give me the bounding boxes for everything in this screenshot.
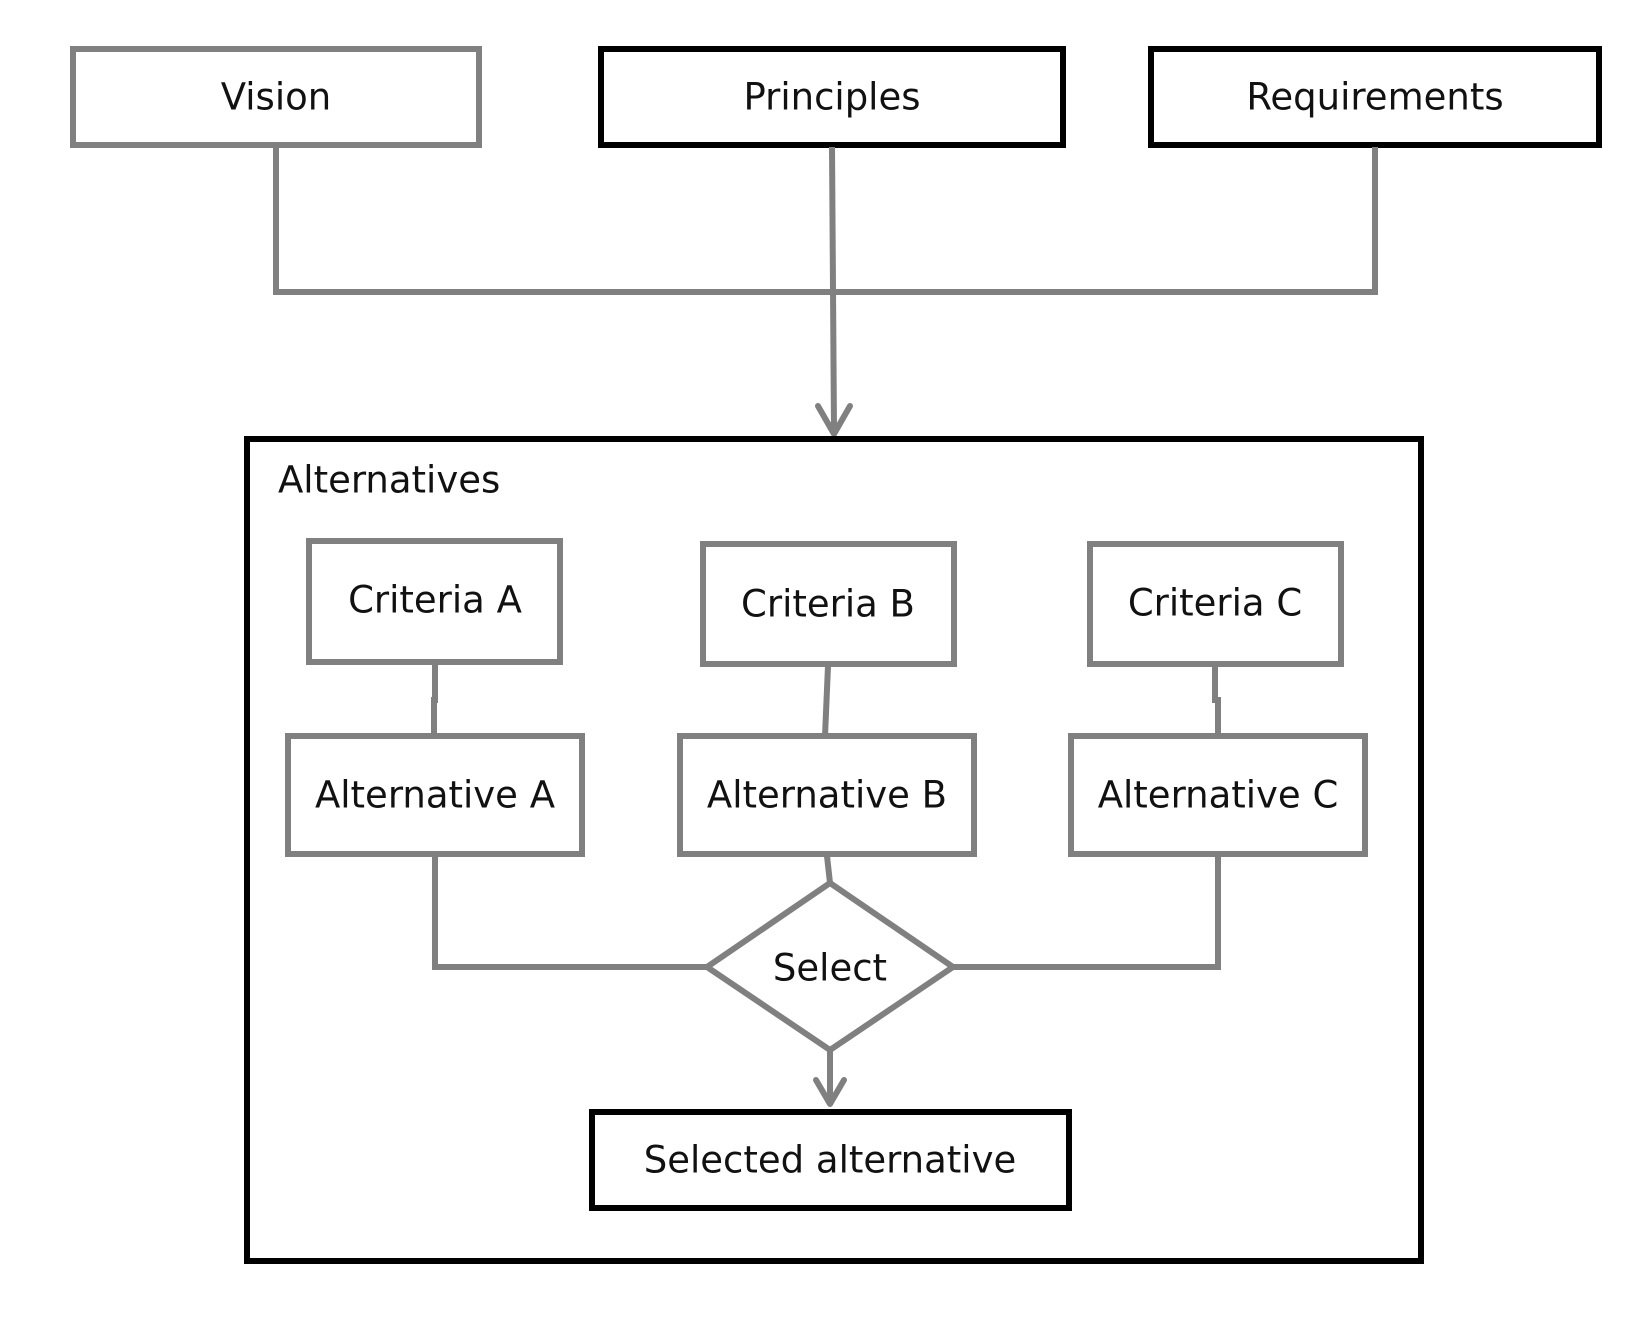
select-decision-node: Select xyxy=(701,879,959,1054)
principles-node: Principles xyxy=(598,46,1066,148)
alternative-c-label: Alternative C xyxy=(1098,774,1339,817)
criteria-a-label: Criteria A xyxy=(348,579,522,622)
alternative-a-label: Alternative A xyxy=(315,774,555,817)
alternative-a-node: Alternative A xyxy=(285,733,585,857)
requirements-label: Requirements xyxy=(1246,76,1503,119)
vision-to-requirements-connector xyxy=(273,147,1378,295)
alternative-b-label: Alternative B xyxy=(707,774,947,817)
criteria-b-label: Criteria B xyxy=(741,583,915,626)
result-arrowhead xyxy=(813,1077,847,1107)
select-label: Select xyxy=(773,947,887,990)
selected-alternative-label: Selected alternative xyxy=(644,1139,1017,1182)
requirements-node: Requirements xyxy=(1148,46,1602,148)
alternative-a-to-select-connector xyxy=(432,856,707,970)
alternative-b-node: Alternative B xyxy=(677,733,977,857)
selected-alternative-node: Selected alternative xyxy=(589,1109,1072,1211)
principles-to-alternatives-connector xyxy=(829,146,837,431)
criteria-a-node: Criteria A xyxy=(306,538,563,665)
alternative-c-node: Alternative C xyxy=(1068,733,1368,857)
criteria-c-connector xyxy=(1212,666,1221,736)
alternatives-arrowhead xyxy=(815,403,853,437)
criteria-c-label: Criteria C xyxy=(1128,582,1302,625)
alternative-b-to-select-connector xyxy=(824,855,833,884)
criteria-a-connector xyxy=(431,664,438,736)
alternatives-title: Alternatives xyxy=(278,459,500,502)
criteria-b-connector xyxy=(822,665,831,737)
vision-label: Vision xyxy=(221,76,331,119)
criteria-b-node: Criteria B xyxy=(700,541,957,667)
criteria-c-node: Criteria C xyxy=(1087,541,1344,667)
principles-label: Principles xyxy=(743,76,920,119)
alternative-c-to-select-connector xyxy=(953,856,1221,970)
vision-node: Vision xyxy=(70,46,482,148)
